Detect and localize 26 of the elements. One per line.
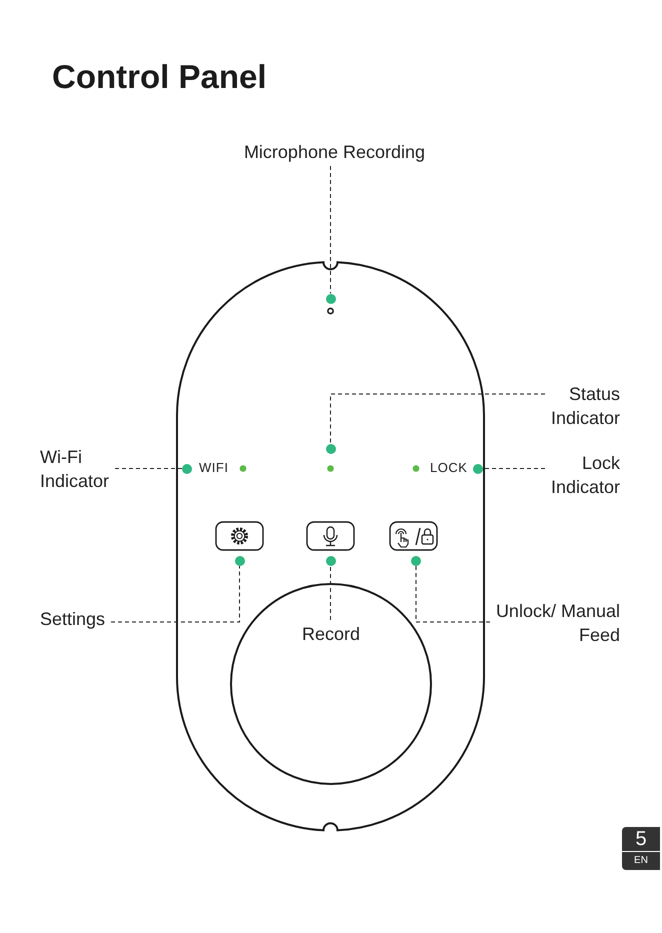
indicator-dot	[411, 556, 421, 566]
indicator-dot	[234, 556, 244, 566]
leader-line	[330, 166, 331, 294]
leader-line	[114, 468, 182, 469]
indicator-dot	[326, 444, 336, 454]
page-number: 5	[622, 827, 660, 852]
leader-line	[416, 566, 490, 622]
language-code: EN	[634, 854, 648, 868]
indicator-dot	[326, 294, 336, 304]
callout-label: Status Indicator	[549, 382, 620, 430]
callout-label: Settings	[40, 607, 107, 631]
callout-label: Wi-Fi Indicator	[40, 445, 111, 493]
indicator-dot	[182, 464, 192, 474]
leader-line	[330, 566, 331, 620]
page-title: Control Panel	[52, 58, 267, 96]
callout-label: Record	[301, 622, 361, 646]
callout-label: Microphone Recording	[243, 140, 426, 164]
callout-label: Lock Indicator	[549, 451, 620, 499]
panel-label: WIFI	[199, 460, 228, 475]
leader-line	[482, 468, 546, 469]
leader-line	[330, 394, 546, 444]
panel-label: LOCK	[430, 460, 468, 475]
leader-line	[110, 566, 240, 622]
callout-label: Unlock/ Manual Feed	[494, 599, 620, 647]
indicator-dot	[472, 464, 482, 474]
indicator-dot	[326, 556, 336, 566]
